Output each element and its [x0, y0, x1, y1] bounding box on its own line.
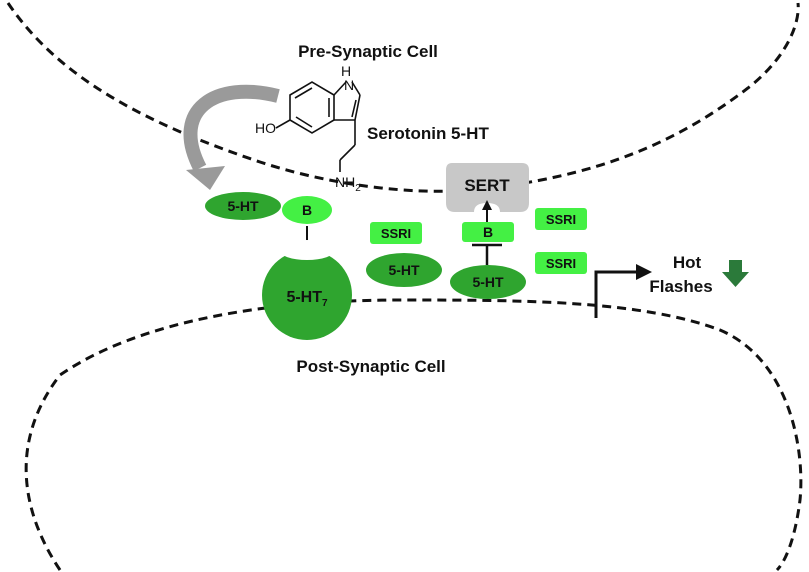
receptor-5ht7 [262, 250, 352, 340]
b-left-node [282, 196, 332, 224]
ssri-node-2 [535, 208, 587, 230]
ssri-label-2: SSRI [546, 212, 576, 227]
atom-ho: HO [255, 120, 276, 136]
post-synaptic-membrane [24, 298, 803, 572]
ssri-node-3 [535, 252, 587, 274]
receptor-notch [279, 240, 335, 260]
atom-h: H [341, 63, 351, 79]
inhibition-bar [472, 243, 502, 265]
atom-n: N [344, 77, 354, 93]
outcome-arrow [594, 264, 652, 318]
release-arrow [183, 84, 280, 190]
pre-synaptic-label: Pre-Synaptic Cell [298, 42, 438, 61]
sert-transporter [446, 163, 529, 212]
atom-nh2: NH2 [335, 174, 361, 194]
released-5ht-node [205, 192, 281, 220]
pre-synaptic-membrane [6, 2, 800, 193]
cleft-5ht-label: 5-HT [388, 262, 420, 278]
post-synaptic-label: Post-Synaptic Cell [296, 357, 445, 376]
b-right-label: B [483, 224, 493, 240]
hot-flashes-label-line2: Flashes [649, 277, 712, 296]
serotonin-structure [275, 81, 361, 172]
right-5ht-label: 5-HT [472, 274, 504, 290]
b-left-label: B [302, 202, 312, 218]
b-right-node [462, 222, 514, 242]
serotonin-label: Serotonin 5-HT [367, 124, 489, 143]
receptor-label: 5-HT7 [286, 289, 328, 309]
sert-label: SERT [464, 176, 510, 195]
decrease-arrow-icon [722, 260, 749, 287]
cleft-5ht-node [366, 253, 442, 287]
ssri-label-3: SSRI [546, 256, 576, 271]
hot-flashes-label: Hot [673, 253, 702, 272]
right-5ht-node [450, 265, 526, 299]
released-5ht-label: 5-HT [227, 198, 259, 214]
ssri-node-1 [370, 222, 422, 244]
ssri-label-1: SSRI [381, 226, 411, 241]
